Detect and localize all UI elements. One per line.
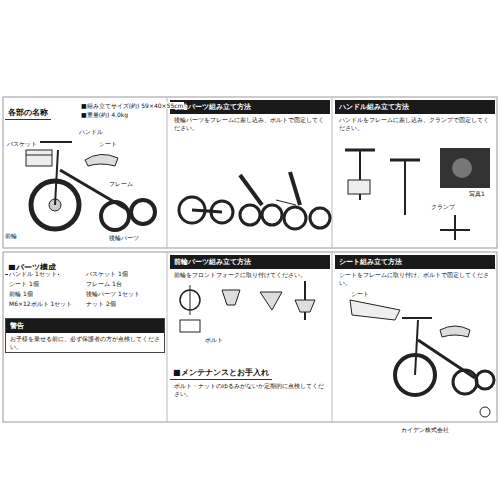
part-label: シート: [350, 290, 370, 297]
section-heading: ハンドル組み立て方法: [335, 100, 495, 114]
part-label: ハンドル: [78, 128, 104, 135]
part-label: 後輪パーツ 1セット: [85, 290, 141, 297]
part-label: 写真1: [468, 190, 486, 197]
part-label: シート: [98, 140, 118, 147]
part-label: ■組み立てサイズ(約) 59×40×55cm: [80, 102, 184, 109]
section-heading: 警告: [6, 319, 164, 333]
section-heading: シート組み立て方法: [335, 255, 495, 269]
part-label: 前輪 1個: [8, 290, 34, 297]
part-label: バスケット: [6, 140, 38, 147]
section-body: シートをフレームに取り付け、ボルトで固定してください。: [335, 269, 495, 288]
part-label: シート 1個: [8, 280, 40, 287]
manual-section: 後輪パーツ組み立て方法後輪パーツをフレームに差し込み、ボルトで固定してください。: [170, 100, 330, 133]
section-body: 後輪パーツをフレームに差し込み、ボルトで固定してください。: [170, 114, 330, 133]
section-body: お子様を乗せる前に、必ず保護者の方が点検してください。: [6, 333, 164, 352]
part-label: ナット 2個: [85, 300, 117, 307]
part-label: 前輪: [4, 232, 18, 239]
part-label: ■重量(約) 4.0kg: [80, 111, 129, 118]
manual-section: 警告お子様を乗せる前に、必ず保護者の方が点検してください。: [5, 318, 165, 353]
part-label: クランプ: [430, 203, 456, 210]
part-label: フレーム: [108, 180, 134, 187]
manual-section: ハンドル組み立て方法ハンドルをフレームに差し込み、クランプで固定してください。: [335, 100, 495, 133]
section-heading: 各部の名称: [5, 106, 51, 120]
manual-section: ■メンテナンスとお手入れボルト・ナットのゆるみがないか定期的に点検してください。: [170, 360, 330, 399]
part-label: バスケット 1個: [85, 270, 129, 277]
part-label: M6×12ボルト 1セット: [8, 300, 73, 307]
manual-section: 前輪パーツ組み立て方法前輪をフロントフォークに取り付けてください。: [170, 255, 330, 281]
part-label: 後輪パーツ: [108, 234, 140, 241]
section-body: 前輪をフロントフォークに取り付けてください。: [170, 269, 330, 281]
part-label: ボルト: [204, 336, 224, 343]
section-body: ハンドルをフレームに差し込み、クランプで固定してください。: [335, 114, 495, 133]
part-label: フレーム 1台: [85, 280, 123, 287]
section-heading: 後輪パーツ組み立て方法: [170, 100, 330, 114]
part-label: ハンドル 1セット: [8, 270, 58, 277]
manual-section: 各部の名称: [5, 100, 75, 120]
manual-section: シート組み立て方法シートをフレームに取り付け、ボルトで固定してください。: [335, 255, 495, 288]
section-heading: ■メンテナンスとお手入れ: [170, 366, 272, 380]
section-heading: 前輪パーツ組み立て方法: [170, 255, 330, 269]
part-label: カイデン株式会社: [400, 426, 450, 433]
section-body: ボルト・ナットのゆるみがないか定期的に点検してください。: [170, 380, 330, 399]
